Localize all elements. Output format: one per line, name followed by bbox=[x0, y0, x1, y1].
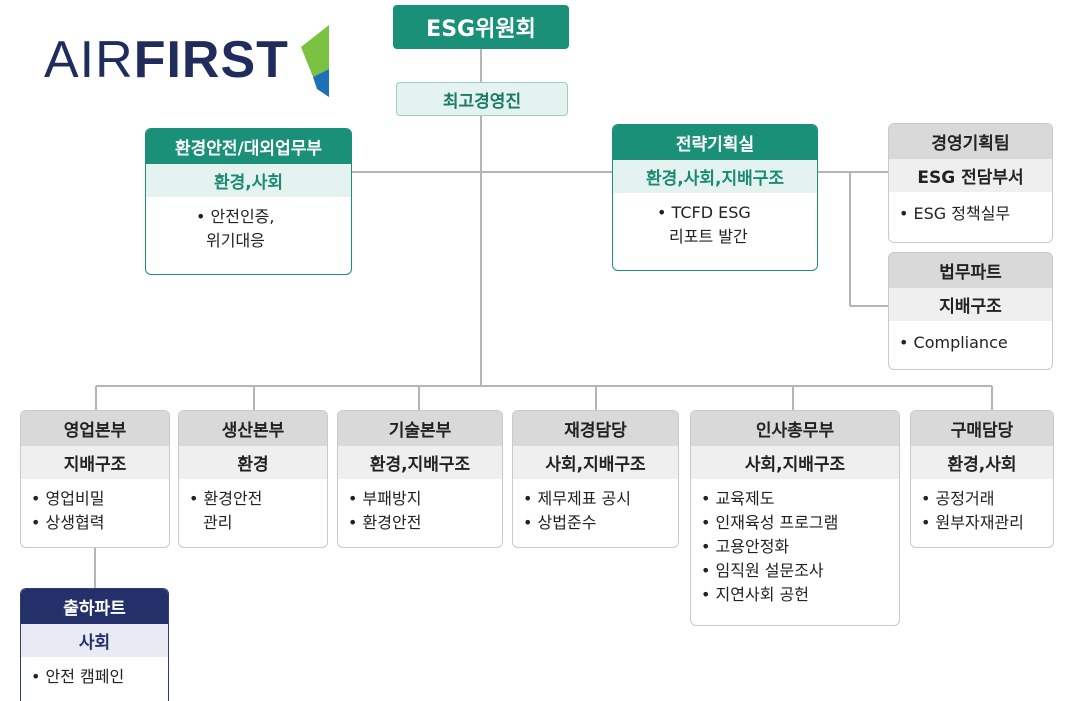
division-title: 구매담당 bbox=[911, 411, 1053, 446]
legal-part: 법무파트 지배구조 • Compliance bbox=[888, 252, 1053, 370]
division-item: 환경안전 bbox=[348, 511, 494, 535]
division-title: 영업본부 bbox=[21, 411, 169, 446]
env-safety-item: • 안전인증, bbox=[196, 207, 275, 226]
division-title: 기술본부 bbox=[338, 411, 502, 446]
mgmt-planning-item: • ESG 정책실무 bbox=[899, 204, 1011, 223]
logo-text-air: AIR bbox=[44, 31, 134, 89]
env-safety-tag: 환경,사회 bbox=[146, 164, 351, 197]
env-safety-item: 위기대응 bbox=[206, 231, 265, 250]
strategy-item: • TCFD ESG bbox=[657, 203, 751, 222]
division-sales: 영업본부 지배구조 영업비밀 상생협력 bbox=[20, 410, 170, 548]
legal-title: 법무파트 bbox=[889, 253, 1052, 288]
division-production: 생산본부 환경 • 환경안전 관리 bbox=[178, 410, 328, 548]
division-item: 교육제도 bbox=[701, 487, 891, 511]
division-tag: 지배구조 bbox=[21, 446, 169, 479]
management-planning-team: 경영기획팀 ESG 전담부서 • ESG 정책실무 bbox=[888, 123, 1053, 243]
legal-tag: 지배구조 bbox=[889, 288, 1052, 321]
division-tag: 환경,지배구조 bbox=[338, 446, 502, 479]
env-safety-dept: 환경안전/대외업무부 환경,사회 • 안전인증, 위기대응 bbox=[145, 128, 352, 275]
division-finance: 재경담당 사회,지배구조 제무제표 공시 상법준수 bbox=[512, 410, 679, 548]
division-item: 상생협력 bbox=[31, 511, 161, 535]
division-item: 지연사회 공헌 bbox=[701, 583, 891, 607]
division-tag: 사회,지배구조 bbox=[513, 446, 678, 479]
airfirst-logo: AIRFIRST bbox=[44, 25, 339, 97]
division-item: 영업비밀 bbox=[31, 487, 161, 511]
division-procurement: 구매담당 환경,사회 공정거래 원부자재관리 bbox=[910, 410, 1054, 548]
division-item: 상법준수 bbox=[523, 511, 670, 535]
division-item: 관리 bbox=[203, 513, 233, 532]
mgmt-planning-tag: ESG 전담부서 bbox=[889, 159, 1052, 192]
esg-committee: ESG위원회 bbox=[393, 5, 569, 49]
strategy-item: 리포트 발간 bbox=[669, 227, 748, 246]
division-title: 재경담당 bbox=[513, 411, 678, 446]
division-tag: 사회,지배구조 bbox=[691, 446, 899, 479]
division-tag: 환경,사회 bbox=[911, 446, 1053, 479]
env-safety-title: 환경안전/대외업무부 bbox=[146, 129, 351, 164]
mgmt-planning-title: 경영기획팀 bbox=[889, 124, 1052, 159]
division-item: 원부자재관리 bbox=[921, 511, 1045, 535]
strategy-title: 전략기획실 bbox=[613, 125, 817, 160]
shipping-part: 출하파트 사회 안전 캠페인 bbox=[20, 588, 169, 701]
strategy-tag: 환경,사회,지배구조 bbox=[613, 160, 817, 193]
top-management: 최고경영진 bbox=[396, 82, 568, 116]
division-title: 인사총무부 bbox=[691, 411, 899, 446]
legal-item: • Compliance bbox=[899, 333, 1008, 352]
logo-mark-icon bbox=[300, 25, 329, 97]
division-item: • 환경안전 bbox=[189, 489, 263, 508]
division-item: 부패방지 bbox=[348, 487, 494, 511]
logo-text-first: FIRST bbox=[133, 31, 289, 89]
division-hr-general-affairs: 인사총무부 사회,지배구조 교육제도 인재육성 프로그램 고용안정화 임직원 설… bbox=[690, 410, 900, 626]
shipping-title: 출하파트 bbox=[21, 589, 168, 624]
shipping-tag: 사회 bbox=[21, 624, 168, 657]
division-item: 인재육성 프로그램 bbox=[701, 511, 891, 535]
division-item: 공정거래 bbox=[921, 487, 1045, 511]
division-item: 고용안정화 bbox=[701, 535, 891, 559]
strategy-office: 전략기획실 환경,사회,지배구조 • TCFD ESG 리포트 발간 bbox=[612, 124, 818, 271]
division-tag: 환경 bbox=[179, 446, 327, 479]
division-technology: 기술본부 환경,지배구조 부패방지 환경안전 bbox=[337, 410, 503, 548]
shipping-item: 안전 캠페인 bbox=[31, 665, 160, 689]
division-item: 임직원 설문조사 bbox=[701, 559, 891, 583]
division-title: 생산본부 bbox=[179, 411, 327, 446]
division-item: 제무제표 공시 bbox=[523, 487, 670, 511]
